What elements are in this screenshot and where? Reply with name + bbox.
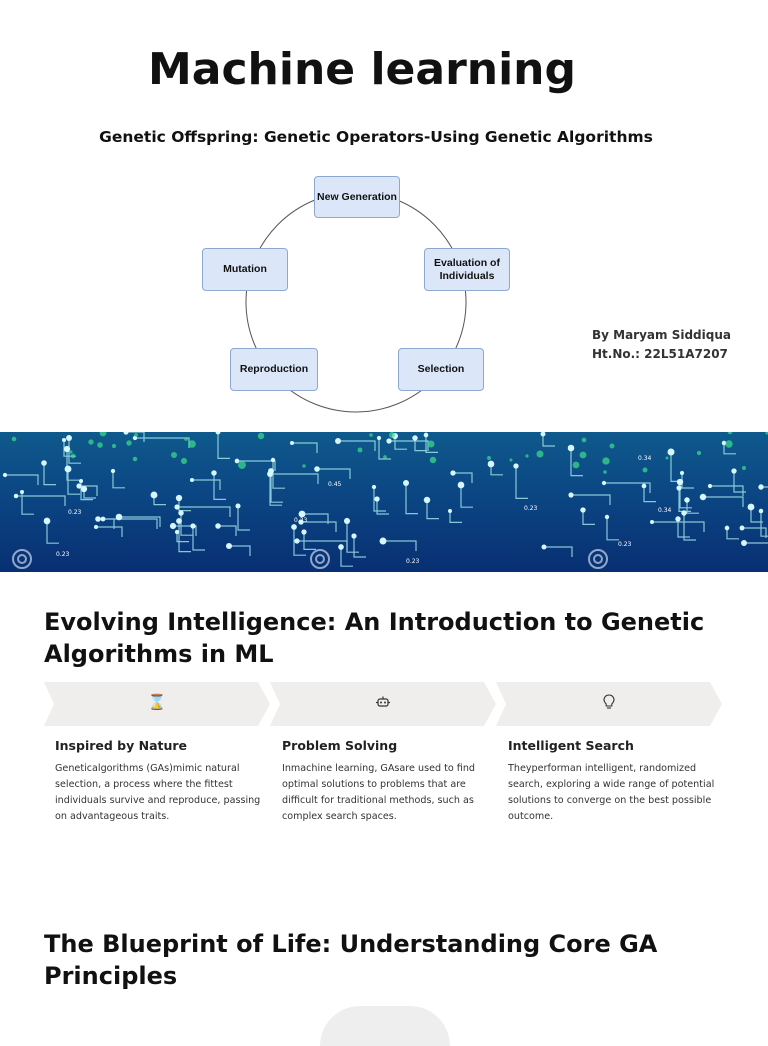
card-header-intelligent-search <box>496 682 722 726</box>
card-text: Inmachine learning, GAsare used to find … <box>282 763 475 822</box>
card-text: Geneticalgorithms (GAs)mimic natural sel… <box>55 763 261 822</box>
banner-label: 0.23 <box>618 541 632 548</box>
card-intelligent-search: Intelligent Search Theyperforman intelli… <box>508 738 718 825</box>
node-selection: Selection <box>398 348 484 391</box>
banner-label: 0.23 <box>294 517 308 524</box>
banner-label: 0.23 <box>68 509 82 516</box>
banner-label: 0.23 <box>524 505 538 512</box>
card-header-problem-solving <box>270 682 496 726</box>
node-new-generation: New Generation <box>314 176 400 218</box>
banner-label: 0.34 <box>658 507 672 514</box>
card-problem-solving: Problem Solving Inmachine learning, GAsa… <box>282 738 492 825</box>
robot-icon <box>270 693 496 710</box>
banner-label: 0.23 <box>56 551 70 558</box>
circuit-banner-image: 0.23 0.23 0.23 0.23 0.23 0.23 0.34 0.34 … <box>0 432 768 572</box>
card-inspired-by-nature: Inspired by Nature Geneticalgorithms (GA… <box>55 738 265 825</box>
banner-label: 0.34 <box>638 455 652 462</box>
author-name: By Maryam Siddiqua <box>592 328 731 342</box>
card-title: Inspired by Nature <box>55 738 188 753</box>
node-reproduction: Reproduction <box>230 348 318 391</box>
section-heading-core-principles: The Blueprint of Life: Understanding Cor… <box>44 930 658 990</box>
section-heading-intro: Evolving Intelligence: An Introduction t… <box>44 608 705 668</box>
author-info: By Maryam Siddiqua Ht.No.: 22L51A7207 <box>592 326 731 364</box>
banner-label: 0.23 <box>406 558 420 565</box>
banner-label: 0.45 <box>328 481 342 488</box>
ga-cycle-diagram: New Generation Evaluation of Individuals… <box>196 168 526 418</box>
page-subtitle: Genetic Offspring: Genetic Operators-Usi… <box>99 128 653 146</box>
node-mutation: Mutation <box>202 248 288 291</box>
decorative-circle <box>320 1006 450 1046</box>
hourglass-icon: ⌛ <box>147 694 167 711</box>
card-text: Theyperforman intelligent, randomized se… <box>508 763 715 822</box>
page-title: Machine learning <box>148 44 576 95</box>
hall-ticket-number: Ht.No.: 22L51A7207 <box>592 347 728 361</box>
lightbulb-icon <box>496 693 722 710</box>
card-header-inspired-by-nature: ⌛ <box>44 682 270 726</box>
card-title: Intelligent Search <box>508 738 634 753</box>
node-evaluation: Evaluation of Individuals <box>424 248 510 291</box>
card-title: Problem Solving <box>282 738 398 753</box>
